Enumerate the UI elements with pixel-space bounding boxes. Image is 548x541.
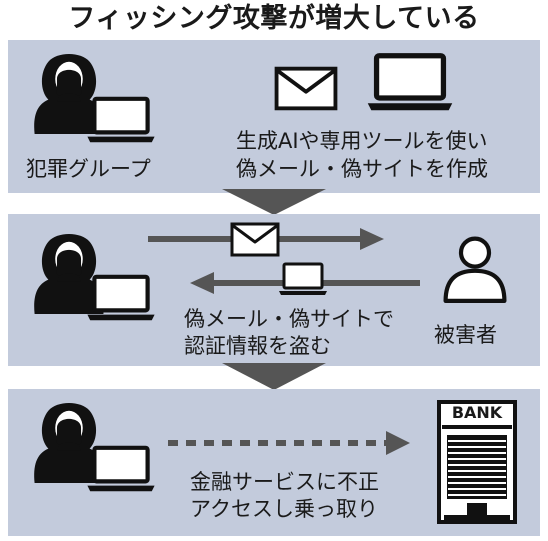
criminal-group-label: 犯罪グループ (26, 157, 151, 181)
step-2-panel: 被害者 偽メール・偽サイトで 認証情報を盗む (8, 214, 540, 366)
step-1-description-line-2: 偽メール・偽サイトを作成 (236, 157, 488, 181)
step-3-description-line-1: 金融サービスに不正 (190, 470, 379, 494)
diagram-title: フィッシング攻撃が増大している (68, 3, 480, 34)
step-2-description-line-2: 認証情報を盗む (184, 334, 331, 358)
person-icon (440, 232, 510, 304)
bank-building-icon: BANK (436, 399, 518, 525)
envelope-icon (230, 222, 280, 257)
dotted-arrow (168, 431, 410, 455)
bank-sign-label: BANK (451, 403, 503, 422)
laptop-icon (366, 52, 454, 114)
laptop-icon (86, 96, 156, 145)
step-3-panel: 金融サービスに不正 アクセスし乗っ取り BANK (8, 389, 540, 536)
down-arrow-2 (222, 363, 326, 390)
down-arrow-1 (222, 189, 326, 215)
envelope-icon (274, 66, 338, 111)
step-1-panel: 犯罪グループ 生成AIや専用ツールを使い 偽メール・偽サイトを作成 (8, 40, 540, 193)
step-2-description-line-1: 偽メール・偽サイトで (184, 307, 394, 331)
laptop-icon (278, 262, 328, 297)
victim-label: 被害者 (434, 323, 497, 347)
laptop-icon (86, 274, 156, 323)
step-3-description-line-2: アクセスし乗っ取り (190, 497, 378, 521)
step-1-description-line-1: 生成AIや専用ツールを使い (236, 129, 488, 153)
laptop-icon (86, 445, 156, 494)
